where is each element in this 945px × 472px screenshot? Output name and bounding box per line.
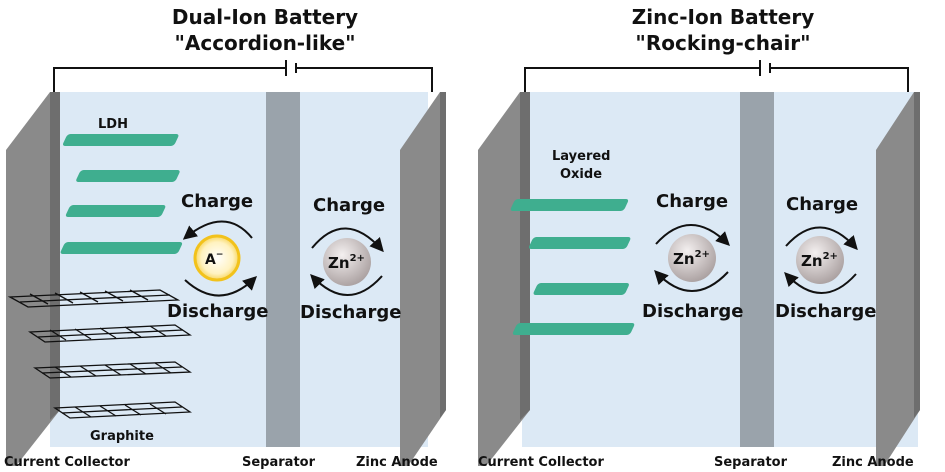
panel1-charge-label-left: Charge (181, 191, 253, 212)
graphite-layer (27, 324, 193, 343)
panel2-title-line1: Zinc-Ion Battery (631, 5, 815, 29)
oxide-layer (510, 199, 629, 211)
graphite-layer (7, 289, 181, 308)
panel2-charge-label-left: Charge (656, 191, 728, 212)
panel2-oxide-layers (510, 199, 635, 335)
panel1-anode-label: Zinc Anode (356, 455, 438, 470)
discharge-arrow-icon (654, 269, 729, 292)
discharge-arrow-icon (310, 273, 383, 296)
oxide-layer (528, 237, 631, 249)
ldh-layer (65, 205, 166, 217)
panel2-discharge-label-left: Discharge (642, 301, 743, 322)
panel1-title-line1: Dual-Ion Battery (171, 5, 359, 29)
panel2-current-collector (478, 92, 530, 466)
panel2-zinc-ion-left (668, 234, 716, 282)
panel1-zinc-ion (323, 238, 371, 286)
svg-text:Zn2+: Zn2+ (328, 253, 365, 272)
svg-text:Zn2+: Zn2+ (801, 251, 838, 270)
discharge-arrow-icon (784, 271, 857, 294)
charge-arrow-icon (655, 224, 730, 246)
panel2-zinc-ion-right (796, 236, 844, 284)
panel2-cathode-label-line2: Oxide (560, 167, 602, 182)
panel2-separator (740, 92, 774, 447)
panel2-zinc-left-sup: 2+ (695, 249, 710, 260)
panel1-title-line2: "Accordion-like" (174, 31, 356, 55)
panel1-charge-label-right: Charge (313, 195, 385, 216)
charge-arrow-icon (311, 227, 384, 253)
panel1-anion-base: A (205, 252, 216, 268)
panel2-zinc-right-sup: 2+ (823, 251, 838, 262)
oxide-layer (512, 323, 635, 335)
panel1-anion-sup: − (216, 250, 224, 260)
graphite-layer (32, 361, 193, 379)
panel1-discharge-label-left: Discharge (167, 301, 268, 322)
panel1-zinc-base: Zn (328, 254, 350, 272)
panel2-separator-label: Separator (714, 455, 788, 470)
panel1-graphite-label: Graphite (90, 429, 154, 444)
panel1-collector-label: Current Collector (4, 455, 130, 470)
panel2-cathode-label-line1: Layered (552, 149, 610, 164)
panel2-collector-label: Current Collector (478, 455, 604, 470)
panel2-anode-label: Zinc Anode (832, 455, 914, 470)
ldh-layer (76, 170, 180, 182)
panel2-circuit-wire (524, 60, 909, 92)
panel1-zinc-anode (400, 92, 446, 466)
panel1-discharge-label-right: Discharge (300, 302, 401, 323)
panel1-separator-label: Separator (242, 455, 316, 470)
oxide-layer (533, 283, 629, 295)
panel2-zinc-left-base: Zn (673, 250, 695, 268)
panel2-title: Zinc-Ion Battery "Rocking-chair" (573, 4, 873, 56)
panel1-ldh-layers (60, 134, 183, 254)
panel2-zinc-anode (876, 92, 920, 466)
panel2-charge-label-right: Charge (786, 194, 858, 215)
panel2-discharge-label-right: Discharge (775, 301, 876, 322)
panel1-circuit-wire (53, 60, 433, 92)
svg-text:Zn2+: Zn2+ (673, 249, 710, 268)
panel1: LDH Graphite (4, 60, 446, 470)
ldh-layer (63, 134, 179, 146)
panel2-title-line2: "Rocking-chair" (635, 31, 811, 55)
charge-arrow-icon (182, 220, 253, 240)
panel1-separator (266, 92, 300, 447)
panel1-zinc-sup: 2+ (350, 253, 365, 264)
panel1-title: Dual-Ion Battery "Accordion-like" (115, 4, 415, 56)
panel1-anion (193, 234, 241, 282)
graphite-layer (53, 401, 192, 419)
panel2-electrolyte (522, 92, 918, 447)
discharge-arrow-icon (184, 276, 258, 297)
svg-text:A−: A− (205, 250, 223, 268)
ldh-layer (60, 242, 183, 254)
charge-arrow-icon (785, 226, 858, 251)
panel2: Layered Oxide Zn2+ Charge Discharge Zn2+… (478, 60, 920, 470)
panel1-cathode-label: LDH (98, 117, 128, 132)
panel2-zinc-right-base: Zn (801, 252, 823, 270)
panel1-graphite-layers (7, 289, 193, 419)
